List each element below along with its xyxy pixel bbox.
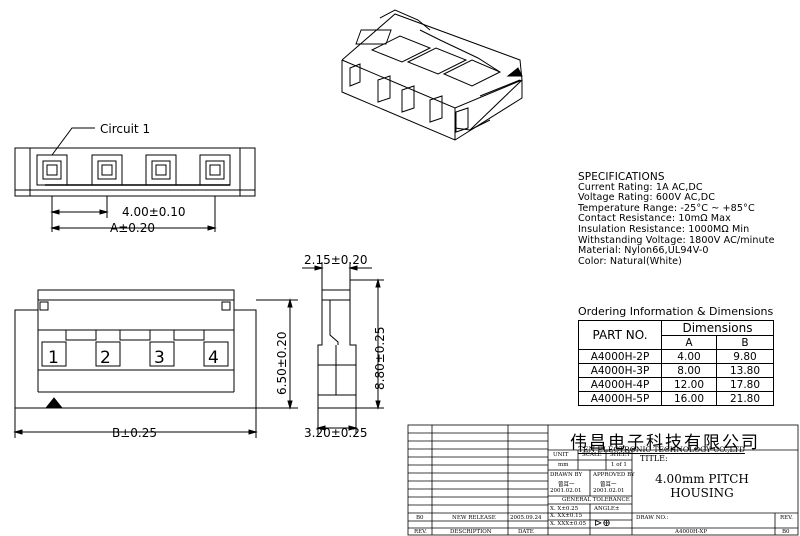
company-name-cn: 伟昌电子科技有限公司	[570, 433, 760, 453]
approved-date: 2001.02.01	[593, 488, 625, 494]
pin-number: 4	[208, 348, 219, 368]
b-cell: 21.80	[716, 391, 774, 406]
pin-number: 3	[154, 348, 165, 368]
drawn-name: 曾耳一	[558, 482, 575, 488]
a-cell: 12.00	[661, 377, 717, 392]
title-block-grid	[407, 424, 799, 536]
side-height-dim-label: 8.80±0.25	[373, 327, 387, 391]
table-row: A4000H-3P 8.00 13.80	[578, 363, 774, 378]
part-title-line1: 4.00mm PITCH	[655, 472, 749, 486]
approved-by-label: APPROVED BY	[593, 472, 635, 478]
part-title: 4.00mm PITCH HOUSING	[632, 472, 772, 500]
spec-line: Material: Nylon66,UL94V-0	[578, 245, 709, 257]
isometric-view	[341, 9, 523, 141]
b-cell: 17.80	[716, 377, 774, 392]
tolerance-x1: X. X±0.25	[550, 506, 579, 512]
scale-label: SCALE	[582, 452, 602, 458]
ordering-title: Ordering Information & Dimensions	[578, 305, 774, 318]
rev-date: 2005.09.24	[510, 515, 542, 521]
b-dim-label: B±0.25	[112, 426, 157, 440]
sheet-value: 1 of 1	[611, 462, 627, 468]
a-cell: 8.00	[661, 363, 717, 378]
a-cell: 16.00	[661, 391, 717, 406]
col-a-header: A	[661, 335, 717, 350]
part-cell: A4000H-2P	[578, 349, 662, 364]
rev-code: B0	[416, 515, 424, 521]
date-header: DATE	[518, 529, 534, 535]
table-row: A4000H-5P 16.00 21.80	[578, 391, 774, 406]
side-top-dim-label: 2.15±0.20	[304, 253, 368, 267]
circuit-label: Circuit 1	[100, 122, 150, 136]
specifications-block: SPECIFICATIONS Current Rating: 1A AC,DC …	[578, 172, 775, 267]
spec-line: Insulation Resistance: 1000MΩ Min	[578, 223, 750, 235]
table-row: A4000H-4P 12.00 17.80	[578, 377, 774, 392]
ordering-table: PART NO. Dimensions A B A4000H-2P 4.00 9…	[578, 320, 774, 406]
a-cell: 4.00	[661, 349, 717, 364]
spec-line: Contact Resistance: 10mΩ Max	[578, 213, 731, 225]
part-cell: A4000H-3P	[578, 363, 662, 378]
side-width-dim-label: 3.20±0.25	[304, 426, 368, 440]
company-name-en: TEN ELECTRONIC TECHNOLOGY CO.,LTD	[578, 445, 745, 454]
unit-value: mm	[558, 462, 569, 468]
spec-line: Current Rating: 1A AC,DC	[578, 181, 703, 193]
rev-description: NEW RELEASE	[452, 515, 496, 521]
description-header: DESCRIPTION	[450, 529, 492, 535]
col-b-header: B	[716, 335, 774, 350]
dimensions-header: Dimensions	[661, 320, 774, 336]
spec-line: Color: Natural(White)	[578, 255, 683, 267]
part-no-header: PART NO.	[578, 320, 662, 350]
specifications-heading: SPECIFICATIONS	[578, 171, 665, 183]
drawing-no-label: DRAW NO.:	[636, 515, 669, 521]
spec-line: Withstanding Voltage: 1800V AC/minute	[578, 234, 775, 246]
pin-number: 2	[100, 348, 111, 368]
pin-number: 1	[48, 348, 59, 368]
title-label: TITLE:	[640, 454, 668, 463]
drawn-date: 2001.02.01	[550, 488, 582, 494]
rev-label: REV.	[780, 515, 793, 521]
tolerance-label: GENERAL TOLERANCE	[562, 497, 630, 503]
b-cell: 9.80	[716, 349, 774, 364]
sheet-label: SHEET	[610, 452, 631, 458]
approved-name: 曾耳一	[600, 482, 617, 488]
pitch-dim-label: 4.00±0.10	[122, 205, 186, 219]
projection-symbol: ⊳⊕	[594, 518, 611, 529]
angle-label: ANGLE±	[594, 506, 620, 512]
unit-label: UNIT	[553, 452, 569, 458]
height-dim-label: 6.50±0.20	[275, 332, 289, 396]
tolerance-x2: X. XX±0.15	[550, 513, 583, 519]
rev-value: B0	[782, 529, 790, 535]
part-cell: A4000H-4P	[578, 377, 662, 392]
spec-line: Temperature Range: -25°C ~ +85°C	[578, 202, 755, 214]
part-title-line2: HOUSING	[670, 486, 734, 500]
a-dim-label: A±0.20	[110, 221, 155, 235]
spec-line: Voltage Rating: 600V AC,DC	[578, 192, 716, 204]
tolerance-x3: X. XXX±0.05	[550, 521, 587, 527]
drawing-no: A4000H-XP	[675, 529, 708, 535]
front-view	[13, 289, 298, 438]
drawn-by-label: DRAWN BY	[550, 472, 583, 478]
rev-header: REV.	[414, 529, 427, 535]
table-row: A4000H-2P 4.00 9.80	[578, 349, 774, 364]
side-view	[302, 262, 384, 434]
part-cell: A4000H-5P	[578, 391, 662, 406]
b-cell: 13.80	[716, 363, 774, 378]
plan-view	[14, 127, 256, 232]
